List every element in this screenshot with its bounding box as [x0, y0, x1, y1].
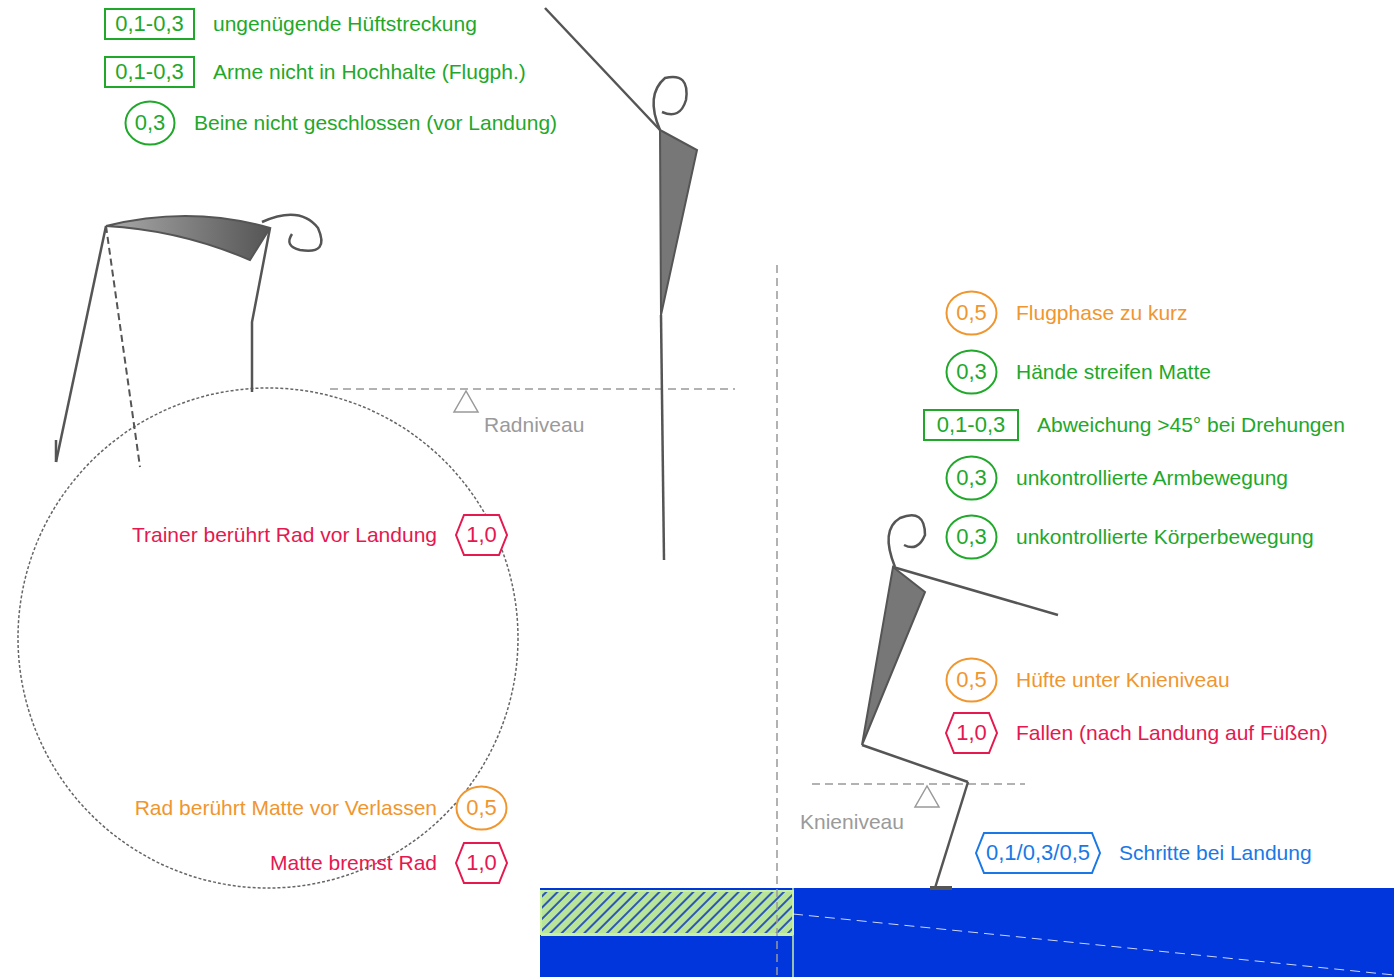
deduction-badge: 1,0 — [455, 514, 508, 556]
deduction-item: 0,3 unkontrollierte Körperbewegung — [945, 514, 1314, 560]
deduction-item: 1,0 Fallen (nach Landung auf Füßen) — [945, 712, 1328, 754]
deduction-value: 0,1-0,3 — [937, 414, 1006, 436]
deduction-value: 1,0 — [956, 722, 987, 744]
deduction-text: Schritte bei Landung — [1119, 840, 1312, 865]
deduction-text: Hüfte unter Knieniveau — [1016, 667, 1230, 692]
deduction-value: 0,3 — [135, 112, 166, 134]
deduction-badge: 0,1-0,3 — [923, 409, 1019, 441]
deduction-text: Flugphase zu kurz — [1016, 300, 1188, 325]
deduction-item: 0,1-0,3 Abweichung >45° bei Drehungen — [923, 409, 1345, 441]
deduction-text: Matte bremst Rad — [270, 850, 437, 875]
deduction-item: Matte bremst Rad 1,0 — [270, 842, 508, 884]
deduction-badge: 0,5 — [945, 290, 998, 336]
gymnast-on-wheel — [56, 215, 321, 467]
deduction-value: 0,3 — [956, 467, 987, 489]
deduction-text: unkontrollierte Körperbewegung — [1016, 524, 1314, 549]
deduction-text: unkontrollierte Armbewegung — [1016, 465, 1288, 490]
deduction-item: 0,3 unkontrollierte Armbewegung — [945, 455, 1288, 501]
deduction-badge: 0,3 — [945, 455, 998, 501]
deduction-text: Hände streifen Matte — [1016, 359, 1211, 384]
deduction-value: 0,1-0,3 — [115, 61, 184, 83]
deduction-item: 0,5 Flugphase zu kurz — [945, 290, 1188, 336]
deduction-text: Arme nicht in Hochhalte (Flugph.) — [213, 59, 526, 84]
deduction-badge: 0,1/0,3/0,5 — [975, 832, 1101, 874]
deduction-item: 0,1/0,3/0,5 Schritte bei Landung — [975, 832, 1312, 874]
deduction-value: 0,5 — [466, 797, 497, 819]
deduction-badge: 1,0 — [945, 712, 998, 754]
deduction-badge: 0,5 — [455, 785, 508, 831]
deduction-badge: 0,3 — [124, 100, 176, 146]
deduction-badge: 0,3 — [945, 514, 998, 560]
mat-zone — [541, 891, 793, 934]
deduction-text: Rad berührt Matte vor Verlassen — [135, 795, 437, 820]
deduction-value: 0,3 — [956, 526, 987, 548]
deduction-item: 0,1-0,3 ungenügende Hüftstreckung — [104, 8, 477, 40]
deduction-value: 1,0 — [466, 852, 497, 874]
deduction-badge: 1,0 — [455, 842, 508, 884]
deduction-item: 0,3 Beine nicht geschlossen (vor Landung) — [124, 100, 557, 146]
deduction-text: ungenügende Hüftstreckung — [213, 11, 477, 36]
deduction-item: 0,3 Hände streifen Matte — [945, 349, 1211, 395]
deduction-item: Trainer berührt Rad vor Landung 1,0 — [132, 514, 508, 556]
deduction-value: 1,0 — [466, 524, 497, 546]
deduction-item: 0,5 Hüfte unter Knieniveau — [945, 657, 1230, 703]
deduction-value: 0,3 — [956, 361, 987, 383]
deduction-badge: 0,5 — [945, 657, 998, 703]
deduction-badge: 0,3 — [945, 349, 998, 395]
deduction-text: Fallen (nach Landung auf Füßen) — [1016, 720, 1328, 745]
deduction-value: 0,1-0,3 — [115, 13, 184, 35]
deduction-item: Rad berührt Matte vor Verlassen 0,5 — [135, 785, 508, 831]
gymnast-flight — [545, 8, 697, 560]
deduction-text: Trainer berührt Rad vor Landung — [132, 522, 437, 547]
mat — [540, 888, 1394, 977]
deduction-value: 0,5 — [956, 302, 987, 324]
level-label: Knieniveau — [800, 810, 904, 834]
deduction-item: 0,1-0,3 Arme nicht in Hochhalte (Flugph.) — [104, 56, 526, 88]
deduction-badge: 0,1-0,3 — [104, 56, 195, 88]
deduction-value: 0,5 — [956, 669, 987, 691]
deduction-value: 0,1/0,3/0,5 — [986, 842, 1090, 864]
level-label: Radniveau — [484, 413, 584, 437]
wheel — [18, 388, 518, 888]
deduction-text: Abweichung >45° bei Drehungen — [1037, 412, 1345, 437]
deduction-badge: 0,1-0,3 — [104, 8, 195, 40]
deduction-text: Beine nicht geschlossen (vor Landung) — [194, 110, 557, 135]
